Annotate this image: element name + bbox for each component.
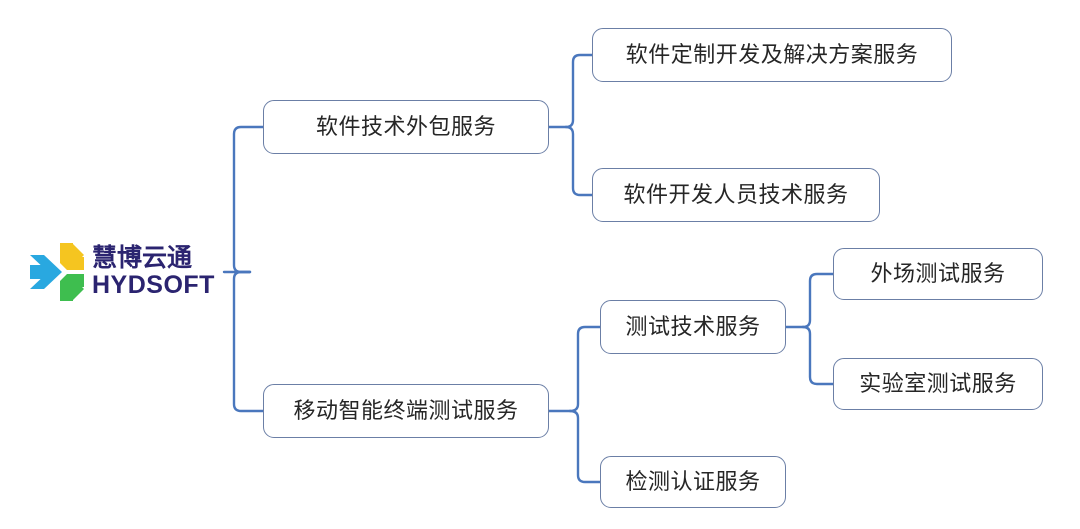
edge-n1-to-n1a <box>564 53 594 129</box>
node-label: 软件定制开发及解决方案服务 <box>625 42 919 67</box>
node-laboratory-testing-services[interactable]: 实验室测试服务 <box>833 358 1043 410</box>
node-custom-software-dev-solutions[interactable]: 软件定制开发及解决方案服务 <box>592 28 952 82</box>
node-field-testing-services[interactable]: 外场测试服务 <box>833 248 1043 300</box>
node-label: 外场测试服务 <box>870 261 1006 286</box>
edge-n1-to-n1b <box>564 125 594 197</box>
logo-green-shape <box>60 274 84 301</box>
edge-root-to-n2 <box>232 270 265 413</box>
hydsoft-logo-mark <box>30 243 84 301</box>
node-label: 实验室测试服务 <box>859 371 1017 396</box>
logo-yellow-shape <box>60 243 84 270</box>
logo-blue-shape <box>30 255 62 289</box>
logo-chinese-name: 慧博云通 <box>92 244 193 272</box>
node-mobile-terminal-testing[interactable]: 移动智能终端测试服务 <box>263 384 549 438</box>
edge-n2-to-n2b <box>568 409 602 484</box>
node-label: 检测认证服务 <box>625 469 761 494</box>
edge-n2a-to-n2a2 <box>801 325 835 386</box>
hydsoft-logo-text: 慧博云通 HYDSOFT <box>92 246 215 298</box>
edge-n2a-to-n2a1 <box>801 272 835 329</box>
edge-n2-to-n2a <box>568 325 602 413</box>
node-label: 测试技术服务 <box>625 314 761 339</box>
node-label: 移动智能终端测试服务 <box>293 398 519 423</box>
logo-english-name: HYDSOFT <box>92 271 215 299</box>
edge-root-to-n1 <box>232 125 265 274</box>
node-software-developer-tech-services[interactable]: 软件开发人员技术服务 <box>592 168 880 222</box>
node-label: 软件技术外包服务 <box>315 114 496 139</box>
node-label: 软件开发人员技术服务 <box>623 182 849 207</box>
hydsoft-logo: 慧博云通 HYDSOFT <box>28 238 224 306</box>
node-software-tech-outsourcing[interactable]: 软件技术外包服务 <box>263 100 549 154</box>
node-inspection-certification-services[interactable]: 检测认证服务 <box>600 456 786 508</box>
node-testing-technology-services[interactable]: 测试技术服务 <box>600 300 786 354</box>
